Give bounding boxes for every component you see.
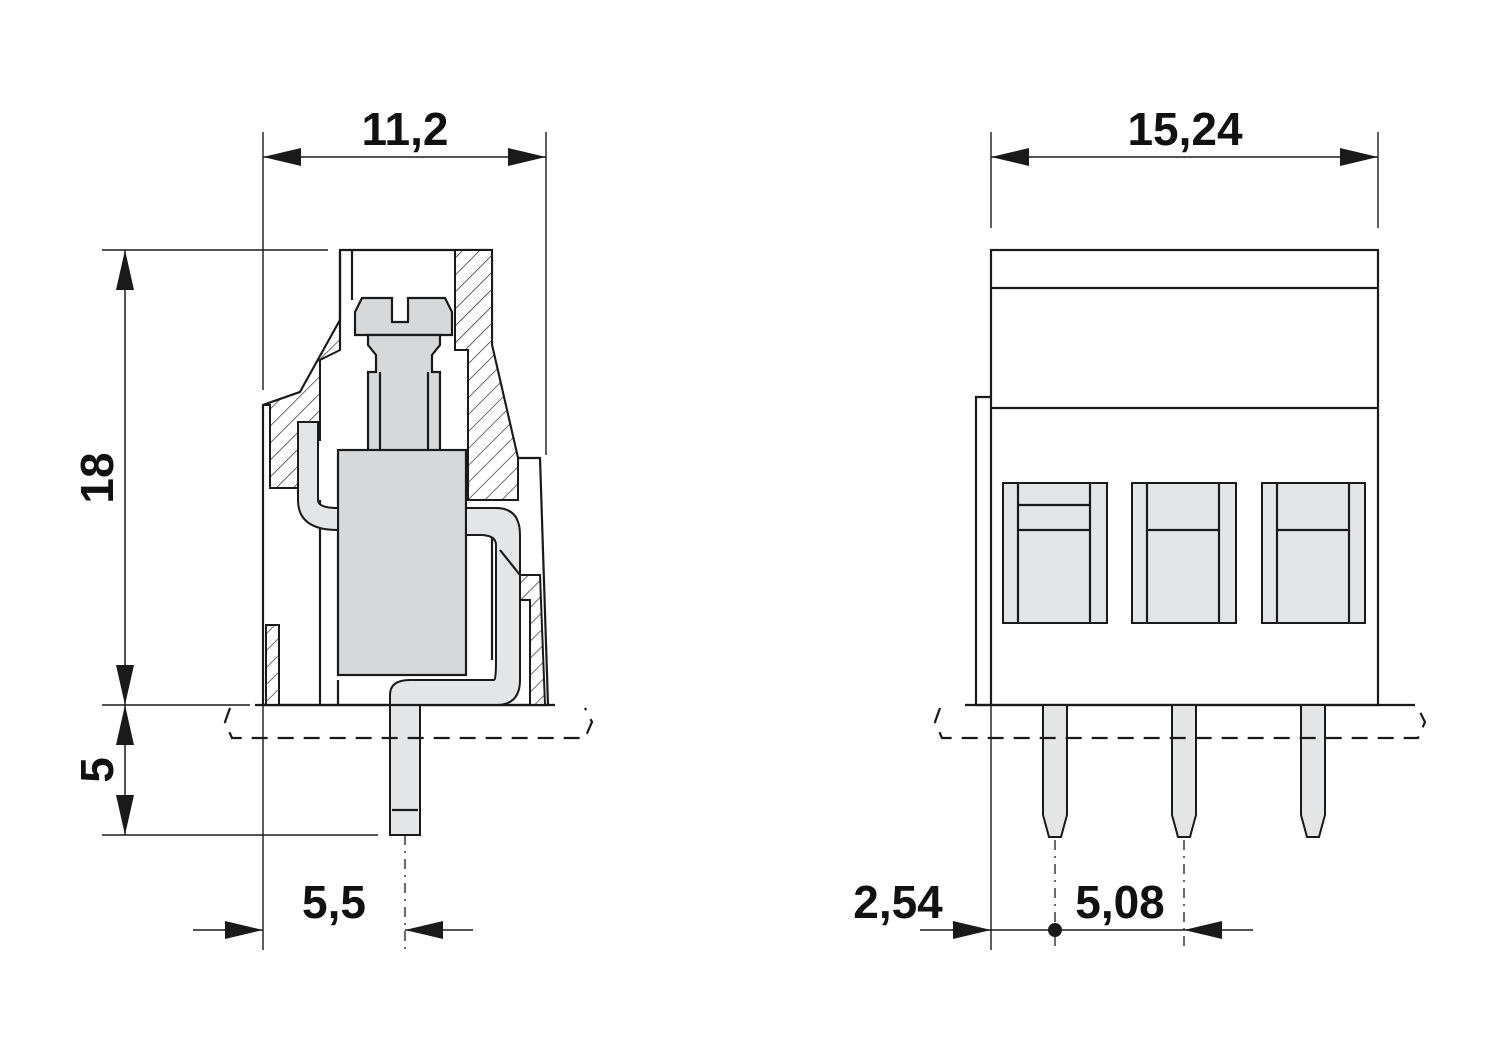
- clamp-body: [336, 448, 468, 677]
- side-dimensions: 11,2 18 5 5,5: [71, 103, 547, 950]
- front-view: [933, 248, 1427, 838]
- dim-height: 18: [71, 452, 123, 503]
- screw-neck: [366, 333, 442, 457]
- side-housing-left-bottom-hatch: [265, 624, 280, 706]
- wire-guide-left: [297, 421, 339, 532]
- dim-pin-offset: 5,5: [302, 876, 366, 928]
- contact-spring: [389, 507, 521, 836]
- front-dimensions: 15,24 2,54 5,08: [853, 103, 1379, 950]
- wire-entry-3: [1261, 482, 1366, 624]
- pcb-outline-front: [933, 707, 1427, 740]
- wire-entry-1: [1002, 482, 1108, 624]
- wire-entry-2: [1131, 482, 1237, 624]
- dim-side-width: 11,2: [362, 103, 449, 155]
- dim-pitch: 5,08: [1075, 876, 1165, 928]
- dim-front-width: 15,24: [1127, 103, 1243, 155]
- side-housing-right-lower-hatch: [519, 574, 547, 706]
- dim-pin-length: 5: [71, 757, 123, 783]
- screw-head: [353, 296, 454, 337]
- pcb-outline-side: [223, 707, 594, 740]
- dimension-origin-dot: [1048, 923, 1062, 937]
- side-housing-right-hatch: [454, 249, 519, 501]
- side-view: [223, 248, 594, 836]
- pin-2: [1171, 704, 1197, 838]
- front-housing: [989, 248, 1380, 707]
- pin-1: [1042, 704, 1068, 838]
- pin-3: [1300, 704, 1326, 838]
- dim-front-offset: 2,54: [853, 876, 943, 928]
- side-housing-left-hatch: [262, 316, 341, 489]
